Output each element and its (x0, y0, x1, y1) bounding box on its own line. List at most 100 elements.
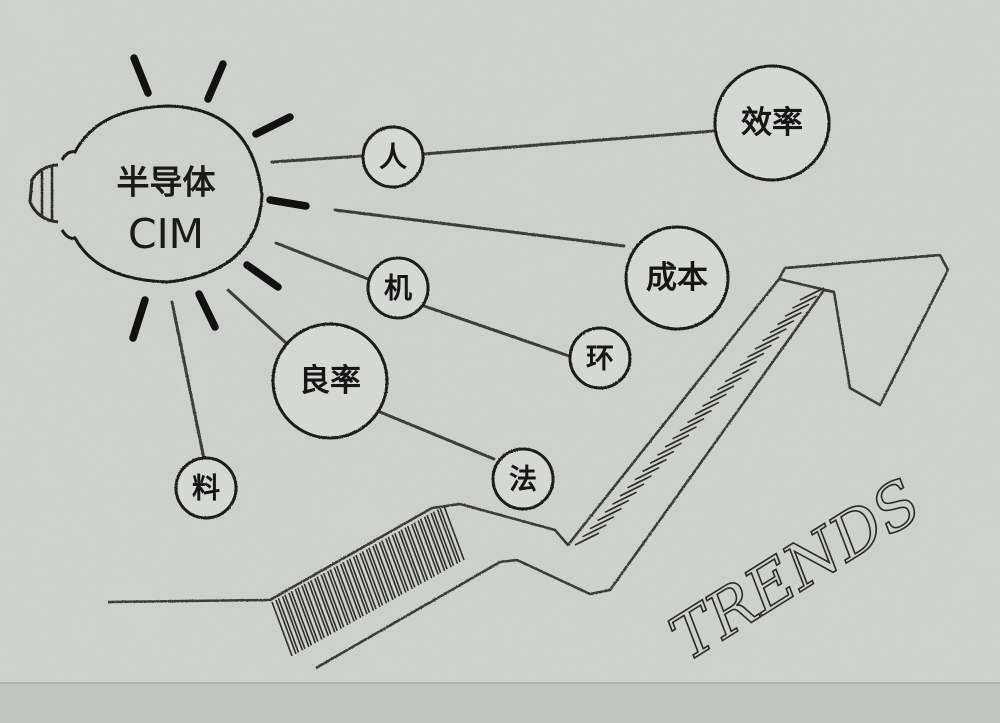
staircase-lower-step (348, 558, 371, 613)
ray-3 (252, 113, 294, 138)
node-efficiency (713, 64, 831, 182)
node-yield (271, 322, 389, 440)
staircase-upper-step-shade (638, 466, 660, 479)
staircase-upper-step-shade (713, 385, 735, 397)
staircase-upper-step-shade (736, 360, 757, 373)
staircase-lower-step-shade (423, 516, 446, 572)
staircase-upper-step-shade (631, 475, 652, 487)
node-method (491, 447, 555, 511)
node-machine-label: 机 (384, 272, 412, 305)
staircase-lower-step-shade (275, 599, 297, 655)
staircase-lower-step-shade (359, 552, 381, 608)
staircase-lower-step (284, 594, 306, 650)
line-yield-method (378, 410, 496, 461)
staircase-upper-step-shade (721, 377, 742, 389)
staircase-lower-step (355, 554, 377, 610)
staircase-lower-step (316, 576, 338, 631)
bulb-glass (60, 104, 264, 284)
staircase-lower-step-shade (346, 559, 368, 615)
staircase-lower-step (400, 529, 422, 584)
staircase-upper-step-shade (668, 434, 690, 446)
node-cost (624, 225, 730, 331)
staircase-lower-step (406, 525, 429, 581)
node-efficiency-label: 效率 (741, 105, 803, 141)
staircase-lower-step (335, 565, 358, 621)
node-machine (366, 256, 430, 320)
staircase-upper-step-shade (683, 417, 705, 430)
staircase-lower-step-shade (320, 574, 342, 629)
staircase-upper-step-shade (751, 344, 772, 356)
bulb-subtitle: CIM (128, 210, 204, 258)
ray-4 (266, 196, 310, 210)
staircase-upper-step-shade (593, 515, 615, 528)
ray-1 (130, 54, 152, 97)
staircase-lower-step-shade (378, 541, 401, 597)
staircase-lower-step-shade (404, 527, 426, 582)
staircase-lower-step-shade (430, 512, 452, 568)
line-machine-environment (422, 304, 574, 359)
staircase-upper-step-shade (766, 328, 787, 340)
ray-7 (129, 296, 149, 342)
staircase-lower-step-shade (307, 581, 330, 637)
staircase-upper-step-shade (803, 287, 825, 299)
staircase-upper-step-shade (601, 507, 622, 520)
staircase-upper (574, 287, 825, 546)
line-bulb-yield (226, 288, 287, 344)
staircase-lower-step (277, 598, 300, 653)
staircase-lower-step-shade (333, 567, 355, 622)
staircase-lower-step (387, 536, 410, 592)
bulb-title: 半导体 (117, 163, 216, 202)
staircase-lower (271, 505, 465, 657)
node-material-label: 料 (192, 472, 220, 505)
staircase-lower-step-shade (314, 578, 336, 633)
staircase-lower-step (342, 561, 364, 617)
node-person-label: 人 (379, 141, 407, 174)
staircase-upper-step-shade (676, 426, 697, 438)
node-person (361, 125, 425, 189)
staircase-upper-step-shade (743, 352, 765, 365)
bulb-rays (129, 54, 310, 342)
staircase-lower-step-shade (352, 556, 375, 611)
line-person-efficiency (422, 129, 716, 156)
line-bulb-cost (333, 208, 626, 248)
staircase-lower-step (310, 580, 332, 635)
staircase-lower-step (413, 522, 435, 577)
staircase-upper-step-shade (706, 393, 727, 405)
staircase-lower-step (303, 583, 326, 639)
staircase-upper-step-shade (661, 442, 682, 454)
staircase-upper-step-shade (653, 450, 675, 463)
node-method-label: 法 (509, 463, 537, 496)
staircase-lower-step (329, 569, 351, 624)
arrow-head-top (784, 253, 941, 270)
bulb-base (28, 163, 59, 224)
staircase-lower-step-shade (372, 545, 394, 601)
staircase-lower-step (432, 511, 455, 566)
staircase-upper-step-shade (623, 483, 645, 495)
light-bulb-icon (28, 104, 264, 284)
staircase-lower-step-shade (326, 570, 349, 626)
node-environment-label: 环 (586, 342, 614, 375)
staircase-lower-step (290, 590, 313, 646)
staircase-upper-step-shade (586, 524, 607, 536)
staircase-lower-step (394, 533, 416, 588)
staircase-lower-step-shade (339, 563, 362, 619)
staircase-upper-step-shade (796, 295, 817, 307)
floor (0, 683, 1000, 723)
ray-5 (243, 261, 282, 291)
staircase-lower-step (271, 601, 293, 657)
staircase-lower-step-shade (391, 534, 414, 590)
staircase-upper-step-shade (781, 311, 802, 324)
node-material (174, 456, 238, 520)
trend-arrow (107, 253, 950, 670)
ray-2 (204, 60, 227, 103)
line-bulb-material (170, 300, 206, 461)
staircase-upper-step-shade (728, 368, 750, 381)
node-circles (174, 64, 831, 520)
staircase-upper-step-shade (758, 336, 780, 348)
staircase-lower-step-shade (365, 549, 388, 604)
staircase-lower-step (381, 540, 403, 595)
node-environment (568, 326, 632, 390)
staircase-lower-step (439, 507, 461, 563)
